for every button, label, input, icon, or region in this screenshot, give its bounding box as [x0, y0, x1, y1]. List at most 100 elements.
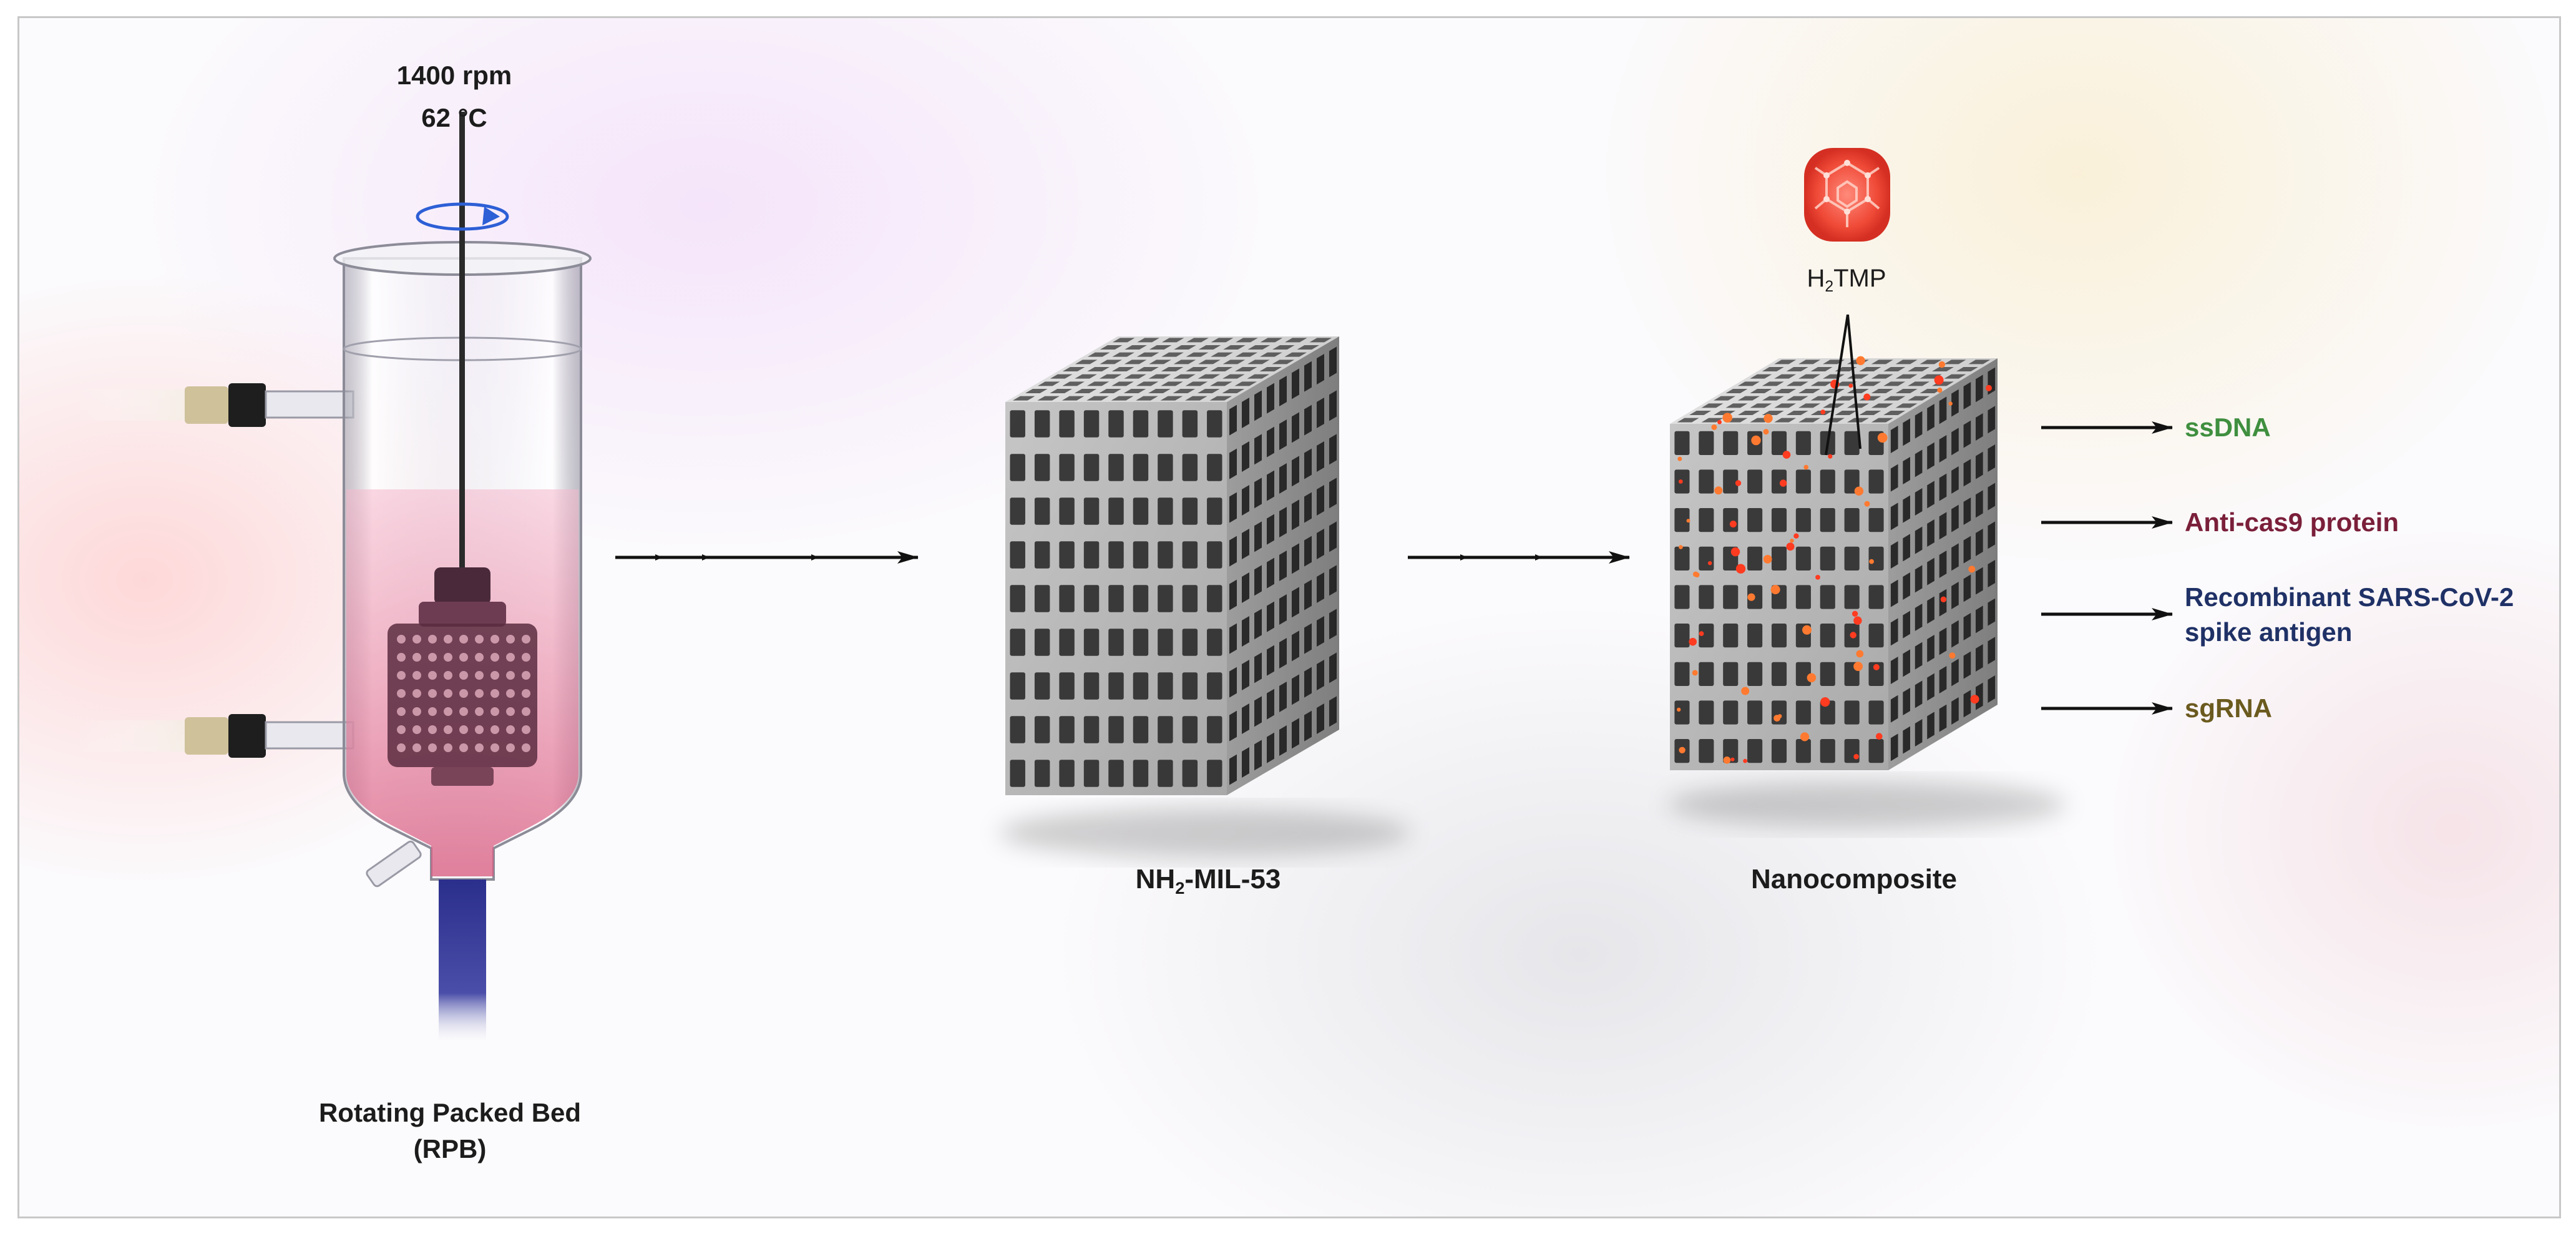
mof-pore — [1158, 716, 1173, 743]
mof-top-pore — [1173, 389, 1196, 393]
mof-side-pore — [1292, 674, 1299, 705]
composite-top-pore — [1968, 360, 1991, 365]
mof-top-pore — [1099, 374, 1122, 379]
porphyrin-cluster — [1677, 707, 1681, 712]
composite-pore — [1820, 508, 1835, 532]
porphyrin-cluster — [1741, 687, 1750, 695]
h2tmp-molecule — [1804, 148, 1890, 242]
composite-side-pore — [1903, 534, 1910, 562]
composite-side-pore — [1988, 598, 1996, 626]
composite-pore — [1747, 624, 1763, 648]
mof-pore — [1133, 454, 1149, 481]
target-sgrna: sgRNA — [2185, 691, 2272, 726]
porphyrin-cluster — [1807, 673, 1817, 683]
mof-pore — [1182, 541, 1198, 569]
composite-side-pore — [1890, 426, 1898, 453]
composite-top-pore — [1798, 403, 1821, 408]
porphyrin-cluster — [1863, 393, 1871, 401]
porphyrin-cluster — [1949, 652, 1956, 659]
composite-side-pore — [1951, 620, 1959, 648]
composite-top-pore — [1786, 411, 1808, 415]
mof-pore — [1059, 760, 1075, 787]
mof-top-pore — [1186, 367, 1208, 371]
porphyrin-cluster — [1699, 631, 1704, 636]
porphyrin-cluster — [1853, 662, 1863, 671]
composite-pore — [1723, 585, 1739, 609]
composite-top-pore — [1908, 381, 1930, 386]
composite-top-pore — [1932, 381, 1954, 386]
porphyrin-cluster — [1747, 593, 1755, 601]
composite-pore — [1674, 431, 1690, 455]
composite-top-pore — [1786, 396, 1808, 401]
composite-top-pore — [1932, 367, 1954, 371]
porphyrin-cluster — [1820, 409, 1826, 414]
porphyrin-cluster — [1970, 695, 1979, 704]
mof-pore — [1158, 497, 1173, 525]
porphyrin-cluster — [1686, 519, 1690, 523]
mof-top-pore — [1086, 381, 1110, 386]
mof-pore — [1010, 497, 1025, 525]
mof-pore — [1059, 541, 1075, 569]
mof-side-pore — [1317, 616, 1324, 647]
mof-pore — [1034, 672, 1050, 700]
composite-side-pore — [1988, 675, 1996, 703]
composite-top-pore — [1750, 374, 1772, 379]
composite-pore — [1868, 700, 1884, 725]
composite-side-pore — [1976, 413, 1983, 441]
porphyrin-cluster — [1854, 486, 1864, 496]
composite-side-pore — [1976, 682, 1983, 710]
mof-side-pore — [1242, 572, 1249, 603]
composite-side-pore — [1903, 572, 1910, 600]
composite-top-pore — [1725, 418, 1748, 423]
composite-pore — [1795, 700, 1811, 725]
mof-top-pore — [1236, 338, 1258, 343]
lower-inlet-tube — [76, 714, 354, 758]
mof-side-pore — [1329, 696, 1337, 727]
h2tmp-label-prefix: H — [1807, 265, 1825, 292]
mof-top-pore — [1198, 374, 1221, 379]
composite-pore — [1771, 508, 1787, 532]
composite-top-pore — [1883, 367, 1906, 371]
composite-side-pore — [1951, 582, 1959, 609]
mof-top-pore — [1111, 396, 1134, 401]
composite-pore — [1699, 585, 1714, 609]
mof-top-pore — [1136, 367, 1159, 371]
porphyrin-cluster — [1853, 616, 1862, 625]
mof-top-pore — [1297, 345, 1320, 350]
composite-top-pore — [1944, 360, 1966, 365]
porphyrin-cluster — [1677, 456, 1682, 461]
composite-pore — [1795, 431, 1811, 455]
composite-top-pore — [1835, 367, 1857, 371]
mof-side-pore — [1304, 361, 1312, 392]
composite-pore — [1723, 662, 1739, 686]
composite-side-pore — [1903, 688, 1910, 715]
upper-inlet-tube — [76, 383, 354, 427]
mof-pore — [1059, 454, 1075, 481]
mof-pore — [1182, 672, 1198, 700]
composite-top-pore — [1798, 374, 1821, 379]
mof-top-pore — [1037, 396, 1060, 401]
mof-pore — [1108, 672, 1124, 700]
composite-top-pore — [1956, 367, 1978, 371]
mof-top-pore — [1074, 389, 1097, 393]
mof-side-pore — [1304, 536, 1312, 567]
mof-pore — [1207, 629, 1222, 656]
mof-top-pore — [1284, 352, 1307, 357]
composite-top-pore — [1810, 367, 1833, 371]
mof-top-pore — [1125, 345, 1147, 350]
mof-side-pore — [1242, 703, 1249, 734]
rpb-reactor — [76, 112, 592, 1042]
porphyrin-cluster — [1856, 650, 1864, 658]
composite-pore — [1771, 700, 1787, 725]
composite-side-pore — [1963, 382, 1971, 409]
composite-side-pore — [1951, 504, 1959, 532]
porphyrin-cluster — [1722, 413, 1732, 423]
packed-bed-rotor — [388, 567, 537, 786]
mof-side-pore — [1329, 477, 1337, 509]
mof-top-pore — [1247, 345, 1271, 350]
h2tmp-label-subscript: 2 — [1825, 278, 1834, 295]
mof-pore — [1133, 585, 1149, 612]
composite-side-pore — [1939, 551, 1947, 578]
mof-top-pore — [1161, 367, 1184, 371]
mof-side-pore — [1229, 579, 1237, 610]
